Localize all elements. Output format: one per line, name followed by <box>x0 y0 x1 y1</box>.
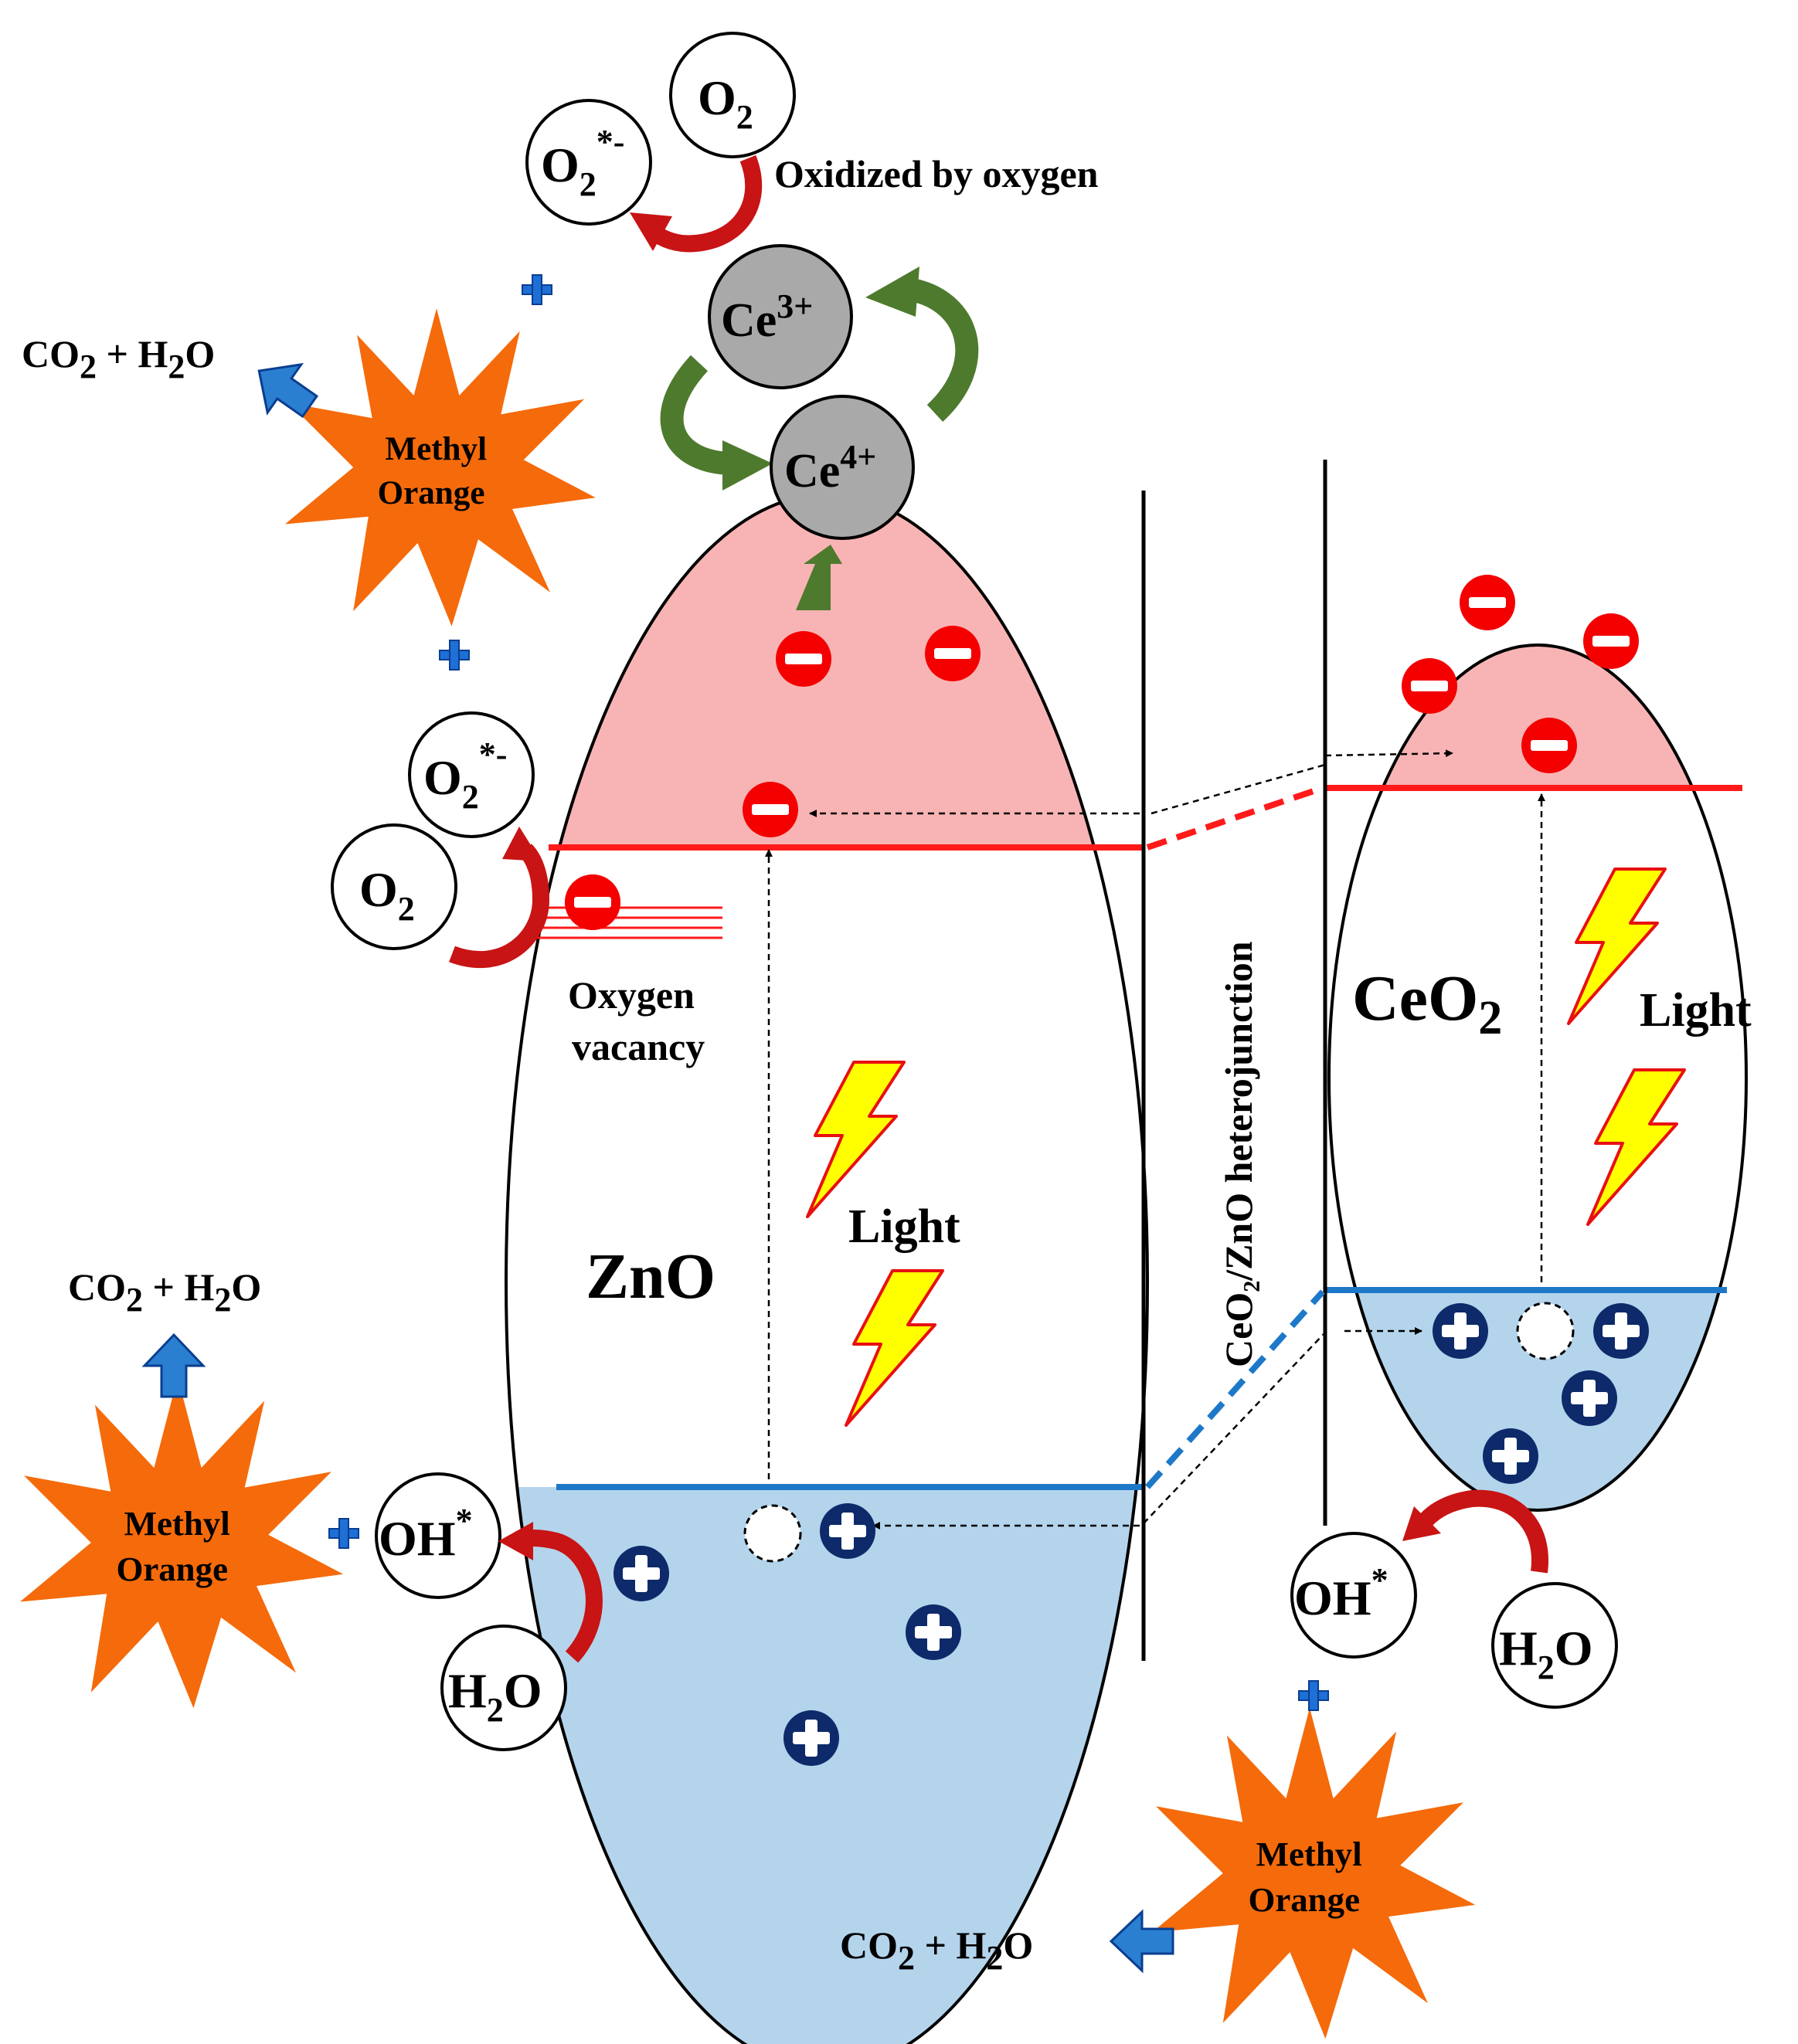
methyl-label: Methyl <box>124 1504 230 1543</box>
vacancy-electron <box>565 874 620 930</box>
ceo2-hydroxyl-generation: OH* H2O <box>1290 1489 1618 1709</box>
empty-hole <box>1516 1302 1575 1360</box>
left-oxygen-reduction: O2*- O2 <box>331 711 550 969</box>
products-label-top-left: CO2 + H2O <box>22 332 215 385</box>
oh-radical-label: OH* <box>1294 1561 1388 1625</box>
plus-sign-icon <box>522 274 552 305</box>
methyl-label: Methyl <box>1256 1835 1362 1873</box>
top-oxygen-reduction: O2 O2*- <box>525 32 796 253</box>
red-arrowhead <box>498 1522 533 1560</box>
ce4-ion <box>770 395 915 540</box>
hole <box>1562 1370 1617 1426</box>
green-arrow-cycle-left <box>660 355 735 475</box>
hole <box>906 1604 961 1660</box>
superoxide-molecule <box>525 99 652 226</box>
hole <box>820 1503 875 1559</box>
ce3-ion <box>708 244 853 389</box>
o2-label: O2 <box>698 70 753 136</box>
starburst-icon <box>20 1377 344 1709</box>
electron <box>743 782 798 837</box>
ce4-label: Ce4+ <box>784 438 876 497</box>
h2o-molecule <box>1491 1582 1618 1709</box>
products-label-bottom: CO2 + H2O <box>840 1923 1033 1977</box>
o2-molecule <box>669 32 796 158</box>
o2-molecule <box>331 823 457 950</box>
light-label-ceo2: Light <box>1640 984 1752 1037</box>
lightning-bolt-icon <box>1586 1068 1686 1226</box>
hole <box>613 1546 669 1601</box>
blue-arrow-icon <box>1110 1910 1174 1972</box>
methyl-orange-bottom: Methyl Orange <box>1152 1707 1476 2039</box>
green-arrowhead <box>722 440 773 491</box>
green-arrowhead <box>865 267 919 317</box>
superoxide-label: O2*- <box>541 123 624 203</box>
methyl-orange-top: Methyl Orange <box>285 308 596 626</box>
methyl-label: Methyl <box>385 431 487 467</box>
electron <box>776 631 831 687</box>
superoxide-molecule <box>408 711 535 838</box>
cerium-redox-cycle: Ce3+ Ce4+ <box>660 244 979 610</box>
zno-label: ZnO <box>586 1241 715 1312</box>
electron <box>1521 718 1577 773</box>
red-curved-arrow <box>643 154 763 253</box>
red-arrowhead <box>1402 1506 1441 1541</box>
oh-radical-label: OH* <box>379 1502 473 1566</box>
blue-arrow-icon <box>143 1333 205 1398</box>
hole <box>1483 1428 1538 1484</box>
oxygen-vacancy-levels <box>533 906 722 939</box>
ce3-label: Ce3+ <box>721 287 813 347</box>
electron <box>925 626 981 681</box>
starburst-icon <box>1152 1707 1476 2039</box>
empty-hole <box>743 1504 802 1563</box>
orange-label: Orange <box>1248 1880 1360 1919</box>
superoxide-label: O2*- <box>423 735 507 816</box>
hole <box>1433 1303 1488 1359</box>
hole-transfer-link <box>1143 1332 1326 1524</box>
lightning-bolt-icon <box>806 1061 906 1218</box>
methyl-orange-left: Methyl Orange <box>20 1377 344 1709</box>
hole <box>783 1710 839 1766</box>
red-curved-arrow <box>1414 1489 1548 1574</box>
orange-label: Orange <box>378 475 485 511</box>
red-arrowhead <box>630 212 672 251</box>
oxygen-vacancy-label-line1: Oxygen <box>568 973 695 1017</box>
plus-sign-icon <box>1298 1680 1329 1711</box>
oxygen-vacancy-label-line2: vacancy <box>572 1025 705 1068</box>
ceo2-label: CeO2 <box>1352 963 1502 1044</box>
electron <box>1583 613 1639 669</box>
oh-radical-molecule <box>375 1472 501 1599</box>
ceo2-outline <box>1327 643 1748 1512</box>
electron <box>1460 575 1515 630</box>
h2o-molecule <box>440 1625 567 1751</box>
green-arrow-cycle-right <box>909 278 979 422</box>
products-label-left: CO2 + H2O <box>68 1265 261 1319</box>
cb-offset-dashed <box>1146 785 1324 851</box>
h2o-label: H2O <box>1499 1621 1593 1686</box>
green-arrow-up <box>796 545 842 610</box>
hole <box>1593 1303 1649 1359</box>
h2o-label: H2O <box>448 1663 542 1729</box>
red-curved-arrow <box>449 844 550 969</box>
vb-offset-dashed <box>1145 1289 1325 1489</box>
red-arrowhead <box>502 827 541 861</box>
orange-label: Orange <box>116 1550 228 1588</box>
o2-label: O2 <box>359 862 415 928</box>
oxidized-by-oxygen-label: Oxidized by oxygen <box>774 152 1099 195</box>
oh-radical-molecule <box>1290 1532 1417 1659</box>
electron <box>1402 658 1457 714</box>
holes <box>613 1302 1649 1766</box>
light-label-zno: Light <box>848 1200 960 1253</box>
electron-transfer-link <box>1151 763 1326 815</box>
lightning-bolt-icon <box>845 1269 944 1427</box>
zno-hydroxyl-generation: OH* H2O <box>375 1472 603 1751</box>
plus-sign-icon <box>439 640 470 671</box>
plus-sign-icon <box>328 1518 359 1549</box>
heterojunction-label: CeO₂/ZnO heterojunction <box>1217 941 1260 1367</box>
